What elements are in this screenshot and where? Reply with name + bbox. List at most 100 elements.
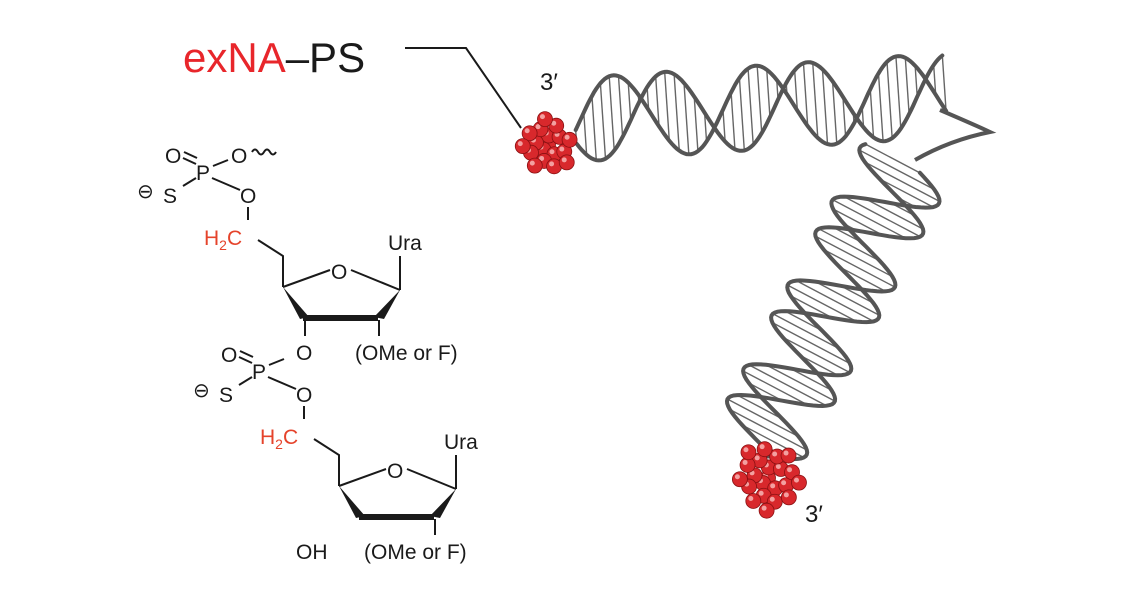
sphere-highlight	[758, 490, 764, 496]
modification-spheres	[514, 111, 807, 519]
double-bond	[182, 157, 197, 165]
atom-sphere	[780, 447, 797, 464]
wavy-bond	[251, 148, 277, 156]
sulfur: S	[219, 384, 233, 407]
ring-oxygen: O	[387, 460, 403, 483]
uracil-label: Ura	[388, 232, 422, 255]
wedge-bond	[283, 287, 309, 319]
base-pair-rung	[869, 89, 875, 138]
sphere-highlight	[551, 120, 557, 126]
ring-bond	[406, 468, 457, 490]
bond	[238, 376, 253, 386]
base-pair-rung	[693, 96, 699, 152]
base-pair-rung	[831, 81, 838, 144]
base-pair-rung	[802, 63, 809, 127]
backbone-strand	[574, 53, 945, 163]
atom-sphere	[561, 131, 578, 148]
base-pair-rung	[766, 69, 771, 118]
base-pair-rung	[914, 65, 918, 97]
bond	[268, 358, 285, 366]
base-pair-rung	[793, 70, 799, 111]
sphere-highlight	[539, 114, 545, 120]
wedge-bond	[374, 290, 400, 319]
ring-bond	[350, 269, 401, 291]
base-pair-rung	[747, 68, 754, 145]
base-pair-rung	[843, 196, 921, 238]
base-pair-rung	[591, 95, 597, 161]
base-pair-rung	[756, 65, 763, 134]
phosphorus: P	[196, 162, 210, 185]
ring-bond	[282, 269, 331, 288]
base-pair-rung	[886, 61, 893, 139]
atom-sphere	[526, 157, 543, 174]
atom-sphere	[558, 154, 575, 171]
base-pair-rung	[864, 197, 924, 230]
base-pair-rung	[864, 161, 940, 202]
double-bond	[238, 356, 253, 364]
base-pair-rung	[617, 76, 624, 137]
sphere-highlight	[524, 128, 530, 134]
base-pair-rung	[865, 143, 921, 174]
bond	[211, 177, 241, 191]
sphere-highlight	[783, 450, 789, 456]
base-pair-rung	[736, 394, 783, 420]
sphere-highlight	[783, 492, 789, 498]
sphere-highlight	[761, 505, 767, 511]
sphere-highlight	[559, 146, 565, 152]
base-pair-rung	[703, 112, 708, 142]
ester-oxygen: O	[296, 384, 312, 407]
base-pair-rung	[784, 310, 823, 332]
base-pair-rung	[673, 74, 680, 151]
atom-sphere	[791, 474, 807, 491]
base-pair-rung	[790, 367, 832, 391]
sphere-highlight	[754, 455, 760, 461]
nucleotide-2: O P S ⊖ O H2C O Ura OH (OMe or F)	[193, 319, 478, 564]
wedge-bond	[430, 489, 456, 518]
bond	[182, 177, 197, 187]
sphere-highlight	[769, 496, 775, 502]
linker-oxygen: O	[231, 145, 247, 168]
2prime-substituent: (OMe or F)	[355, 342, 458, 365]
base-pair-rung	[877, 73, 884, 142]
base-pair-rung	[941, 55, 947, 111]
bond	[267, 376, 297, 390]
bond	[257, 239, 284, 287]
base-pair-rung	[842, 96, 847, 137]
title-exna: exNA–PS	[183, 34, 365, 81]
atom-sphere	[514, 138, 531, 155]
sphere-highlight	[549, 161, 555, 167]
leader-line	[405, 47, 522, 129]
double-bond	[183, 151, 198, 159]
base-pair-rung	[879, 178, 934, 208]
base-pair-rung	[627, 82, 632, 121]
methylene-label: H2C	[204, 227, 242, 253]
base-pair-rung	[599, 83, 607, 159]
base-pair-rung	[832, 199, 907, 239]
sphere-highlight	[734, 474, 740, 480]
backbone-strand	[573, 54, 949, 157]
oxo-oxygen: O	[221, 344, 237, 367]
sphere-highlight	[793, 477, 799, 483]
base-pair-rung	[821, 69, 829, 145]
label-3prime-bottom: 3′	[805, 501, 823, 528]
atom-sphere	[740, 444, 757, 461]
sphere-highlight	[743, 447, 749, 453]
base-pair-rung	[832, 208, 884, 236]
oxo-oxygen: O	[165, 145, 181, 168]
base-pair-rung	[812, 62, 819, 138]
sphere-highlight	[539, 155, 545, 161]
base-pair-rung	[932, 64, 937, 95]
sphere-highlight	[748, 495, 754, 501]
phosphorus: P	[252, 361, 266, 384]
base-pair-rung	[818, 228, 881, 262]
double-bond	[239, 350, 254, 358]
sphere-highlight	[787, 467, 793, 473]
bond	[212, 159, 229, 167]
base-pair-rung	[790, 295, 833, 319]
base-pair-rung	[727, 398, 799, 438]
base-pair-rung	[742, 370, 808, 406]
label-3prime-top: 3′	[540, 69, 558, 96]
base-pair-rung	[772, 322, 851, 365]
base-pair-rung	[663, 71, 671, 141]
atom-sphere	[758, 502, 775, 519]
